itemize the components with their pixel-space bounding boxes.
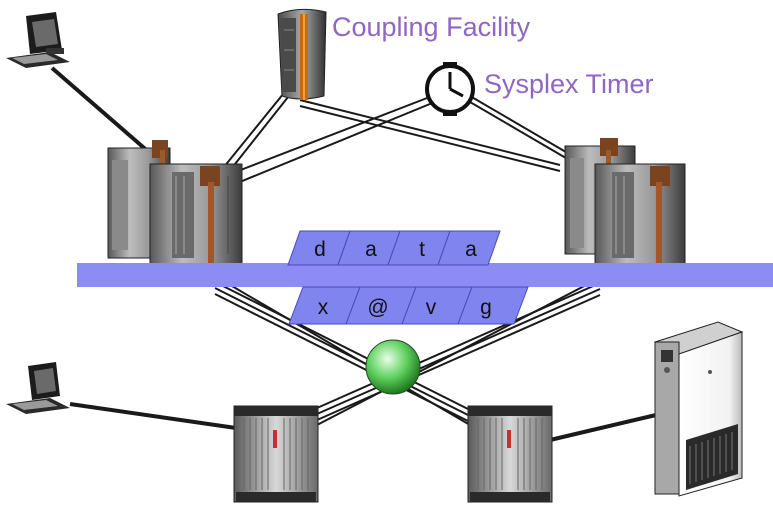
mainframe-storage-link bbox=[214, 281, 471, 411]
mainframe-icon bbox=[107, 140, 243, 265]
timer-link-left bbox=[229, 98, 443, 187]
terminal-link bbox=[50, 66, 160, 162]
buffer-tile-letter: x bbox=[318, 296, 329, 319]
mainframe-storage-link bbox=[214, 287, 471, 417]
data-tile-letter: t bbox=[419, 238, 425, 261]
cf-link-left bbox=[214, 87, 289, 179]
mainframe-storage-link bbox=[224, 281, 471, 426]
data-tile bbox=[437, 230, 501, 266]
terminal-link-bottom bbox=[69, 402, 237, 430]
buffer-tile bbox=[457, 286, 529, 325]
cf-link-right bbox=[299, 99, 561, 166]
coupling-facility-label: Coupling Facility bbox=[332, 12, 531, 42]
buffer-tile-letter: g bbox=[480, 296, 492, 319]
shared-data-bus bbox=[77, 263, 773, 287]
data-tile-letter: a bbox=[365, 238, 377, 261]
storage-server-icon bbox=[467, 405, 553, 503]
timer-link-right bbox=[469, 95, 584, 163]
sysplex-timer-icon bbox=[425, 62, 475, 116]
storage-server-icon bbox=[233, 405, 319, 503]
data-tiles: d a t a bbox=[287, 230, 501, 266]
network-links bbox=[50, 66, 657, 442]
mainframe-storage-link bbox=[316, 294, 601, 421]
sysplex-timer-label: Sysplex Timer bbox=[484, 69, 654, 99]
buffer-tiles: x @ v g bbox=[288, 286, 529, 325]
data-tile-letter: a bbox=[465, 238, 477, 261]
mainframe-storage-link bbox=[316, 282, 601, 409]
switch-node-icon bbox=[365, 339, 421, 395]
timer-link-right bbox=[469, 101, 584, 169]
mainframe-icon bbox=[564, 138, 686, 265]
data-tile-letter: d bbox=[314, 238, 326, 261]
terminal-icon bbox=[6, 12, 70, 68]
timer-link-left bbox=[219, 92, 441, 179]
terminal-icon bbox=[6, 362, 70, 414]
storage-cabinet-icon bbox=[653, 321, 744, 497]
cabinet-link bbox=[549, 413, 657, 442]
coupling-facility-icon bbox=[277, 8, 327, 100]
mainframe-storage-link bbox=[316, 282, 591, 426]
buffer-tile-letter: v bbox=[426, 296, 437, 319]
buffer-tile-letter: @ bbox=[367, 296, 388, 319]
cf-link-right bbox=[299, 105, 561, 172]
